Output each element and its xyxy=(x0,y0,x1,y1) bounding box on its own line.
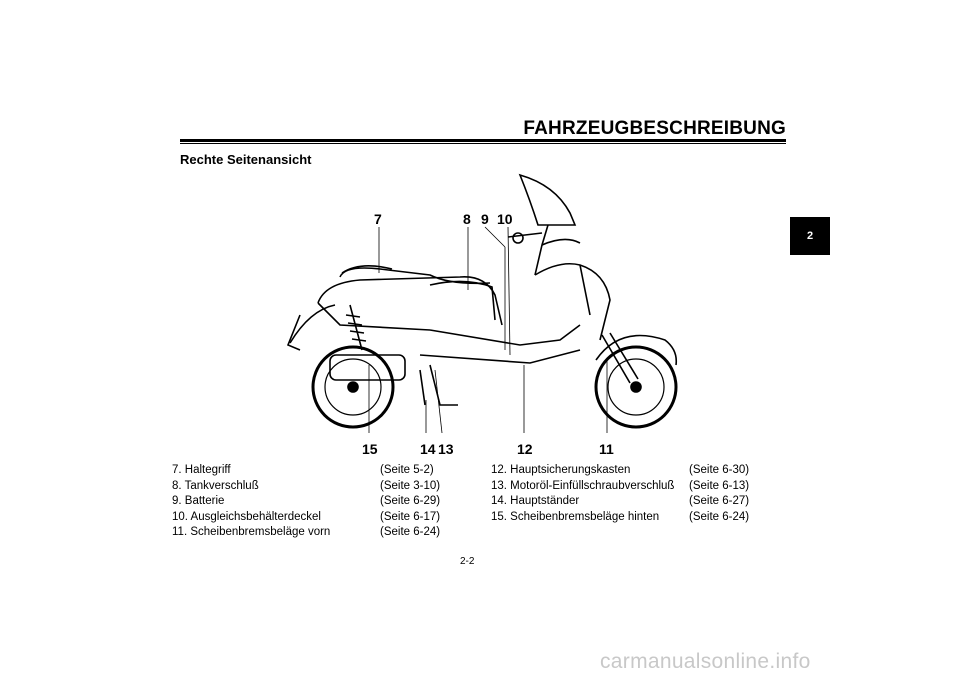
header-rule-thin xyxy=(180,143,786,144)
legend-item: 15. Scheibenbremsbeläge hinten(Seite 6-2… xyxy=(491,510,750,523)
legend-item: 9. Batterie(Seite 6-29) xyxy=(172,495,441,508)
scooter-illustration xyxy=(286,173,678,434)
callout-13: 13 xyxy=(438,441,454,457)
callout-10: 10 xyxy=(497,211,513,227)
chapter-tab: 2 xyxy=(790,217,830,255)
watermark: carmanualsonline.info xyxy=(600,650,811,673)
page-title: FAHRZEUGBESCHREIBUNG xyxy=(523,118,786,139)
rear-wheel xyxy=(311,345,395,429)
legend-item: 8. Tankverschluß(Seite 3-10) xyxy=(172,479,441,492)
legend-item: 13. Motoröl-Einfüllschraubverschluß(Seit… xyxy=(491,479,750,492)
callout-11: 11 xyxy=(599,441,614,457)
callout-15: 15 xyxy=(362,441,378,457)
legend-item: 12. Hauptsicherungskasten(Seite 6-30) xyxy=(491,464,750,476)
legend-item: 14. Hauptständer(Seite 6-27) xyxy=(491,495,750,508)
callout-8: 8 xyxy=(463,211,471,227)
legend-item: 11. Scheibenbremsbeläge vorn(Seite 6-24) xyxy=(172,526,441,539)
page-number: 2-2 xyxy=(460,556,475,567)
legend-left: 7. Haltegriff(Seite 5-2) 8. Tankverschlu… xyxy=(172,463,440,541)
front-wheel xyxy=(594,345,678,429)
section-title: Rechte Seitenansicht xyxy=(180,152,312,167)
callout-12: 12 xyxy=(517,441,533,457)
callout-14: 14 xyxy=(420,441,436,457)
legend-right: 12. Hauptsicherungskasten(Seite 6-30) 13… xyxy=(491,463,749,525)
callout-7: 7 xyxy=(374,211,382,227)
legend-item: 7. Haltegriff(Seite 5-2) xyxy=(172,464,434,476)
legend-item: 10. Ausgleichsbehälterdeckel(Seite 6-17) xyxy=(172,510,441,523)
callout-9: 9 xyxy=(481,211,489,227)
header-rule xyxy=(180,139,786,142)
